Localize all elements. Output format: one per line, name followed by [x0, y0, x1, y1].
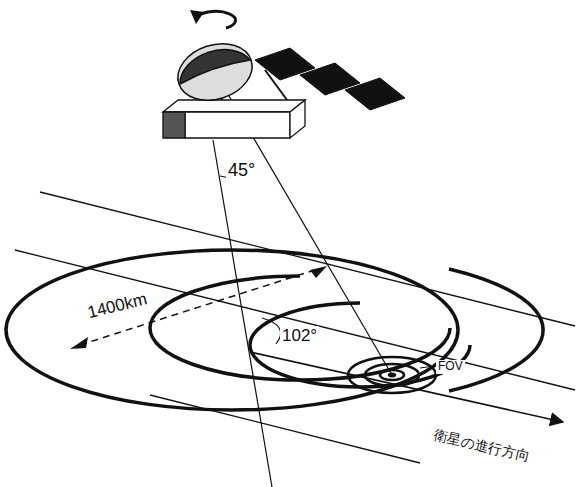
- angle-label: 102°: [280, 326, 319, 346]
- rotation-arrow: [190, 10, 236, 28]
- fov-label: FOV: [436, 360, 465, 374]
- distance-label: 1400km: [84, 289, 151, 324]
- antenna-dish: [171, 35, 260, 110]
- direction-label: 衛星の進行方向: [430, 426, 533, 465]
- angle-label: 45°: [226, 160, 257, 181]
- swath-width: [70, 266, 327, 349]
- scan-swaths: [6, 250, 543, 410]
- direction-arrow: [250, 352, 563, 422]
- ground-track-lines: [15, 192, 575, 463]
